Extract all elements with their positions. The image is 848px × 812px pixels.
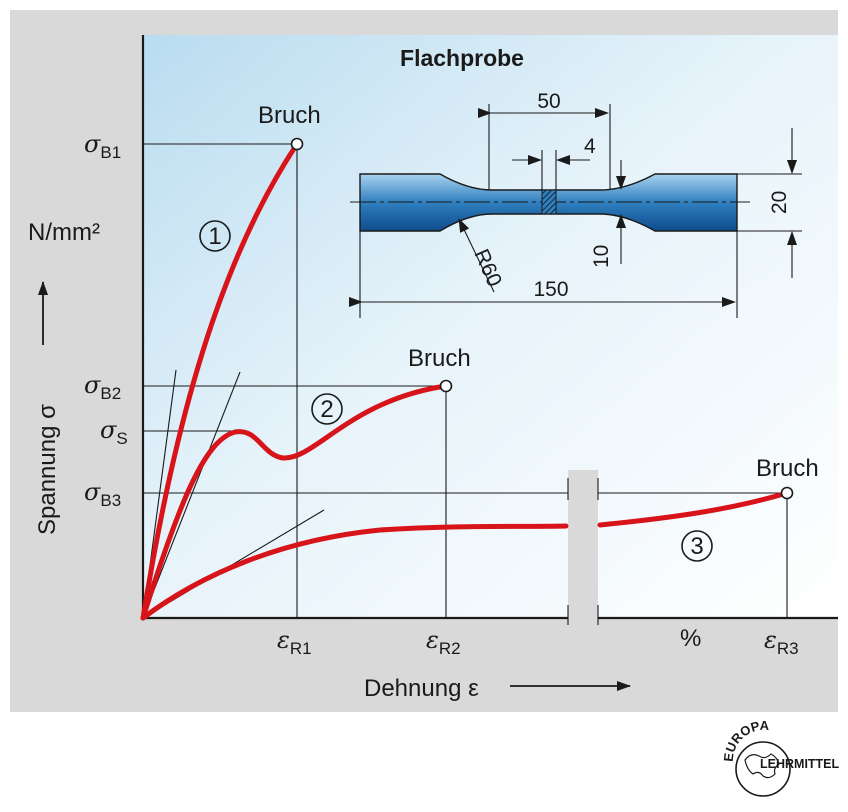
y-tick-sigma-b2: σB2 bbox=[84, 371, 121, 403]
fracture-label-3: Bruch bbox=[756, 455, 819, 482]
x-tick-eps-r1: εR1 bbox=[277, 626, 312, 658]
y-tick-sigma-s: σS bbox=[100, 416, 128, 448]
x-unit-label: % bbox=[680, 625, 701, 652]
logo-text-lehrmittel: LEHRMITTEL bbox=[760, 757, 840, 771]
logo-globe-continents bbox=[744, 753, 780, 779]
specimen-title: Flachprobe bbox=[400, 45, 524, 71]
dim-150-label: 150 bbox=[533, 278, 568, 301]
x-tick-eps-r3: εR3 bbox=[764, 626, 799, 658]
curve-number-2-circle bbox=[311, 393, 343, 425]
y-tick-sigma-b3: σB3 bbox=[84, 478, 121, 510]
dim-10-label: 10 bbox=[590, 245, 613, 268]
fracture-label-1: Bruch bbox=[258, 102, 321, 129]
fracture-point-3 bbox=[780, 486, 794, 500]
curve-number-3-circle bbox=[681, 530, 713, 562]
dim-50-label: 50 bbox=[537, 90, 560, 113]
curve-number-3: 3 bbox=[690, 533, 703, 560]
tangent-line-2 bbox=[142, 371, 241, 619]
curve-number-1-circle bbox=[199, 220, 231, 252]
curve-number-2: 2 bbox=[320, 396, 333, 423]
y-unit-label: N/mm² bbox=[28, 219, 100, 246]
y-tick-sigma-b1: σB1 bbox=[84, 130, 121, 162]
dim-4-label: 4 bbox=[584, 135, 596, 158]
fracture-label-2: Bruch bbox=[408, 345, 471, 372]
curve-number-1: 1 bbox=[208, 223, 221, 250]
curve-2 bbox=[140, 383, 449, 621]
specimen-gauge-mark bbox=[541, 189, 557, 215]
fracture-point-1 bbox=[290, 137, 304, 151]
x-tick-eps-r2: εR2 bbox=[426, 626, 461, 658]
curve-3-a bbox=[140, 523, 569, 621]
curve-3-b bbox=[597, 490, 790, 528]
y-axis-label: Spannung σ bbox=[34, 404, 61, 535]
publisher-logo: EUROPA LEHRMITTEL bbox=[721, 718, 840, 797]
curve-1 bbox=[140, 141, 300, 621]
fracture-point-2 bbox=[439, 379, 453, 393]
plot-background bbox=[143, 35, 838, 618]
dim-20-label: 20 bbox=[768, 191, 791, 214]
axis-break-gap bbox=[568, 470, 598, 622]
x-axis-label: Dehnung ε bbox=[364, 675, 479, 702]
dim-r60-arrow bbox=[458, 218, 495, 293]
